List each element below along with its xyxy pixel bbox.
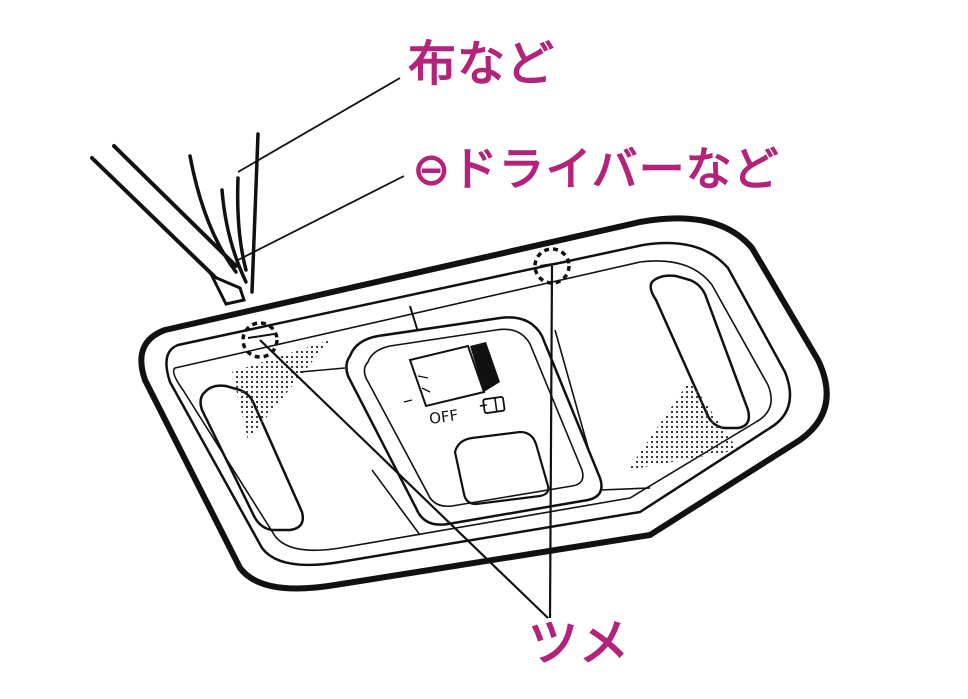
left-lens-slot xyxy=(199,384,304,532)
lens-seam-left xyxy=(299,367,421,536)
right-reflector-hatch xyxy=(628,380,738,470)
switch-knob-detail xyxy=(403,375,431,403)
lamp-inner-panel xyxy=(172,260,772,552)
leader-cloth xyxy=(237,77,401,173)
screwdriver-tip xyxy=(208,273,246,306)
switch-module-inner xyxy=(363,328,584,508)
right-lens-slot xyxy=(649,274,751,430)
claw-right-detail xyxy=(539,261,567,267)
door-icon xyxy=(479,396,506,414)
switch-module-outer xyxy=(345,316,603,526)
switch-off-label: OFF xyxy=(428,406,459,428)
screwdriver-callout: ⊖ドライバーなど xyxy=(412,142,780,196)
switch-knob-ridge xyxy=(470,342,500,392)
cloth-callout: 布など xyxy=(408,36,556,92)
claw-marker-right xyxy=(533,247,571,285)
leader-driver xyxy=(237,175,405,261)
screwdriver-shaft xyxy=(90,144,238,284)
cloth-wrap xyxy=(188,132,260,294)
leader-claw-left xyxy=(259,339,549,619)
lamp-lens-rim xyxy=(165,241,792,567)
left-reflector-hatch xyxy=(232,340,330,440)
leader-claw-right xyxy=(548,265,554,619)
lens-seam-top xyxy=(409,305,419,333)
claw-left-detail xyxy=(247,333,275,339)
claw-callout: ツメ xyxy=(528,614,630,672)
claw-marker-left xyxy=(241,321,279,359)
lower-lens-opening xyxy=(453,430,550,506)
